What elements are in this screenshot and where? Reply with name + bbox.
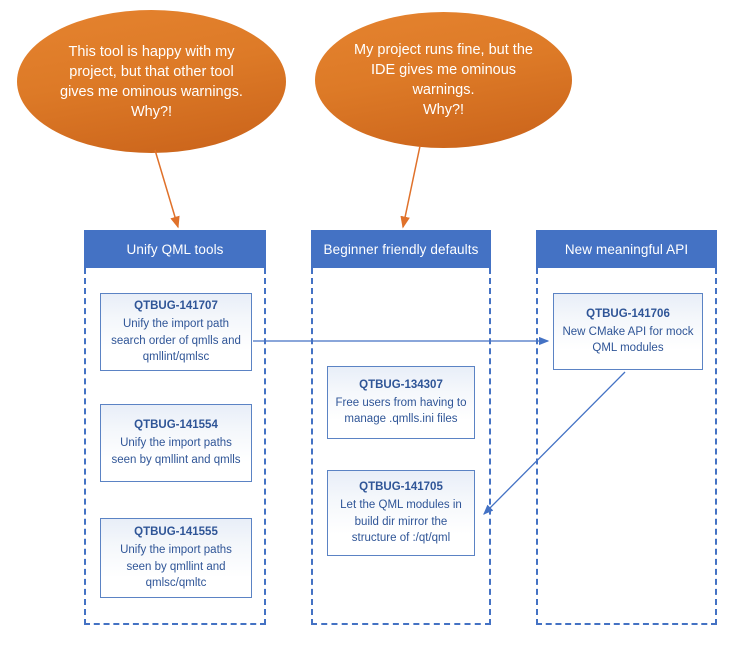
lane-body-unify-qml-tools xyxy=(84,268,266,625)
lane-body-beginner-friendly-defaults xyxy=(311,268,491,625)
card-qtbug-141705[interactable]: QTBUG-141705 Let the QML modules in buil… xyxy=(327,470,475,556)
card-qtbug-141555-key: QTBUG-141555 xyxy=(134,526,218,539)
card-qtbug-141706-key: QTBUG-141706 xyxy=(586,307,670,320)
card-qtbug-141555-desc: Unify the import paths seen by qmllint a… xyxy=(120,543,232,590)
lane-header-beginner-friendly-defaults[interactable]: Beginner friendly defaults xyxy=(311,230,491,268)
card-qtbug-141554-key: QTBUG-141554 xyxy=(134,419,218,432)
card-qtbug-141706[interactable]: QTBUG-141706 New CMake API for mock QML … xyxy=(553,293,703,370)
lane-header-beginner-friendly-defaults-label: Beginner friendly defaults xyxy=(323,241,479,257)
card-qtbug-141705-key: QTBUG-141705 xyxy=(359,481,443,494)
lane-header-new-meaningful-api[interactable]: New meaningful API xyxy=(536,230,717,268)
callout-tool-warnings-text: This tool is happy with my project, but … xyxy=(60,43,243,120)
card-qtbug-134307[interactable]: QTBUG-134307 Free users from having to m… xyxy=(327,366,475,439)
card-qtbug-141707[interactable]: QTBUG-141707 Unify the import path searc… xyxy=(100,293,252,371)
lane-header-unify-qml-tools[interactable]: Unify QML tools xyxy=(84,230,266,268)
connector-callout-2-to-beginner-friendly-defaults xyxy=(400,145,421,229)
callout-ide-warnings: My project runs fine, but the IDE gives … xyxy=(315,12,572,148)
card-qtbug-141554[interactable]: QTBUG-141554 Unify the import paths seen… xyxy=(100,404,252,482)
card-qtbug-141555[interactable]: QTBUG-141555 Unify the import paths seen… xyxy=(100,518,252,598)
card-qtbug-141705-desc: Let the QML modules in build dir mirror … xyxy=(340,498,462,545)
card-qtbug-141554-desc: Unify the import paths seen by qmllint a… xyxy=(111,437,241,466)
lane-header-unify-qml-tools-label: Unify QML tools xyxy=(126,241,224,257)
card-qtbug-134307-desc: Free users from having to manage .qmlls.… xyxy=(335,396,467,426)
card-qtbug-134307-key: QTBUG-134307 xyxy=(359,378,443,391)
card-qtbug-141707-desc: Unify the import path search order of qm… xyxy=(111,317,241,364)
card-qtbug-141707-key: QTBUG-141707 xyxy=(134,300,218,313)
callout-ide-warnings-text: My project runs fine, but the IDE gives … xyxy=(354,42,533,118)
lane-header-new-meaningful-api-label: New meaningful API xyxy=(564,241,689,257)
connector-callout-1-to-unify-qml-tools xyxy=(154,149,180,229)
callout-tool-warnings: This tool is happy with my project, but … xyxy=(17,10,286,153)
card-qtbug-141706-desc: New CMake API for mock QML modules xyxy=(562,325,694,355)
